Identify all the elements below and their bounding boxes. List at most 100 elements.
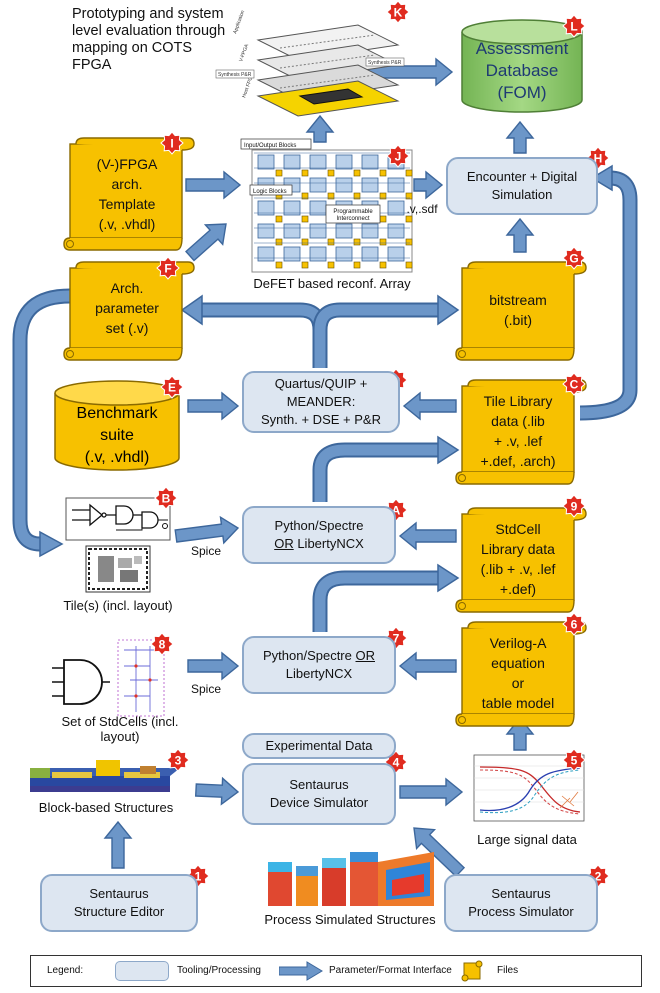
logic-block-cell <box>361 154 379 170</box>
quartus-line-1: Quartus/QUIP + <box>274 376 368 391</box>
switch-box-cell <box>327 238 335 246</box>
array-label-interconnect-2: Interconnect <box>336 216 369 222</box>
verilog-a-line-3: or <box>511 675 525 691</box>
python-spectre-tile-tool[interactable]: Python/Spectre OR LibertyNCX <box>242 506 396 564</box>
badge-6-text: 6 <box>571 618 578 632</box>
logic-block-cell <box>283 200 301 216</box>
verilog-a-line-4: table model <box>481 695 555 711</box>
arrow-arch-to-array <box>185 223 227 262</box>
switch-box-cell <box>275 261 283 269</box>
badge-e-text: E <box>168 381 176 395</box>
arrow-encounter-to-database <box>505 120 535 154</box>
stdcell-schematic <box>52 639 165 717</box>
badge-f: F <box>156 256 180 280</box>
tile-library-text: Tile Library data (.lib + .v, .lef +.def… <box>462 386 574 476</box>
badge-k: K <box>386 0 410 24</box>
benchmark-suite-file: Benchmark suite (.v, .vhdl) <box>54 380 180 471</box>
arrow-editor-to-block <box>103 820 133 869</box>
badge-5-text: 5 <box>571 754 578 768</box>
switch-box-cell <box>379 192 387 200</box>
database-line-1: Assessment <box>476 39 569 58</box>
tile-schematic <box>65 497 171 541</box>
top-note-line-4: FPGA <box>72 57 112 73</box>
badge-a-text: A <box>392 504 401 518</box>
stdcells-label: Set of StdCells (incl. layout) <box>40 714 200 744</box>
logic-block-cell <box>335 223 353 239</box>
large-signal-label: Large signal data <box>477 832 577 847</box>
badge-5: 5 <box>562 748 586 772</box>
logic-block-cell <box>361 246 379 262</box>
experimental-data-box[interactable]: Experimental Data <box>242 733 396 759</box>
badge-j-text: J <box>395 150 402 164</box>
switch-box-cell <box>301 192 309 200</box>
badge-k-text: K <box>394 6 403 20</box>
arrow-array-to-encounter <box>413 170 444 200</box>
sentaurus-structure-editor[interactable]: Sentaurus Structure Editor <box>40 874 198 932</box>
encounter-digital-simulation[interactable]: Encounter + Digital Simulation <box>446 157 598 215</box>
badge-l: L <box>562 14 586 38</box>
arch-param-line-1: Arch. <box>110 280 144 296</box>
switch-box-cell <box>275 169 283 177</box>
structure-editor-line-2: Structure Editor <box>73 904 165 919</box>
sentaurus-process-simulator[interactable]: Sentaurus Process Simulator <box>444 874 598 932</box>
pipe-connectors <box>12 164 638 632</box>
arrow-block-to-device-sim <box>194 776 240 806</box>
badge-6: 6 <box>562 612 586 636</box>
switch-box-cell <box>405 192 413 200</box>
block-structures-label: Block-based Structures <box>38 800 174 815</box>
quartus-line-3: Synth. + DSE + P&R <box>261 412 381 427</box>
logic-block-cell <box>361 223 379 239</box>
top-note-line-3: mapping on COTS <box>72 40 193 56</box>
tile-layout <box>85 545 151 593</box>
tile-library-line-4: +.def, .arch) <box>480 453 556 469</box>
badge-1-text: 1 <box>195 870 202 884</box>
process-sim-line-2: Process Simulator <box>468 904 574 919</box>
badge-2-text: 2 <box>595 870 602 884</box>
switch-box-cell <box>301 169 309 177</box>
legend: Legend: Tooling/Processing Parameter/For… <box>30 955 642 987</box>
switch-box-cell <box>405 169 413 177</box>
switch-box-cell <box>379 238 387 246</box>
arrow-stdcells-to-python-7 <box>187 651 240 681</box>
device-sim-line-1: Sentaurus <box>289 777 349 792</box>
fpga-template-line-2: arch. <box>111 176 143 192</box>
switch-box-cell <box>301 238 309 246</box>
logic-block-cell <box>309 154 327 170</box>
defet-array-label: DeFET based reconf. Array <box>253 276 411 291</box>
scroll-layer <box>63 137 587 727</box>
arrow-bitstream-to-encounter <box>505 217 535 253</box>
badge-c-text: C <box>570 378 579 392</box>
tile-library-line-3: + .v, .lef <box>493 433 543 449</box>
stdcell-library-line-2: Library data <box>481 541 555 557</box>
switch-box-cell <box>353 238 361 246</box>
quartus-meander-tool[interactable]: Quartus/QUIP + MEANDER: Synth. + DSE + P… <box>242 371 400 433</box>
bitstream-file <box>455 261 587 361</box>
verilog-a-file <box>455 621 587 727</box>
verilog-a-line-1: Verilog-A <box>489 635 547 651</box>
legend-title: Legend: <box>47 965 84 976</box>
legend-interface-label: Parameter/Format Interface <box>329 965 452 976</box>
sentaurus-device-simulator[interactable]: Sentaurus Device Simulator <box>242 763 396 825</box>
arrow-tile-to-quartus <box>402 391 457 421</box>
logic-block-cell <box>257 223 275 239</box>
python-spectre-stdcell-tool[interactable]: Python/Spectre OR LibertyNCX <box>242 636 396 694</box>
python-7-or: OR <box>355 648 376 663</box>
arrow-verilog-to-python-7 <box>398 651 457 681</box>
switch-box-cell <box>353 192 361 200</box>
assessment-database: Assessment Database (FOM) <box>461 19 583 113</box>
tile-library-line-2: data (.lib <box>491 413 545 429</box>
logic-block-cell <box>335 177 353 193</box>
pipe-tile-to-encounter-head <box>590 164 613 192</box>
switch-box-cell <box>405 261 413 269</box>
switch-box-cell <box>327 192 335 200</box>
logic-block-cell <box>387 223 405 239</box>
arch-param-text: Arch. parameter set (.v) <box>72 268 182 348</box>
python-7-line-2: LibertyNCX <box>285 666 353 681</box>
stdcell-library-line-3: (.lib + .v, .lef <box>480 561 556 577</box>
arrow-array-to-stack <box>305 114 335 143</box>
logic-block-cell <box>257 154 275 170</box>
badge-8-text: 8 <box>159 638 166 652</box>
benchmark-line-2: suite <box>100 427 134 444</box>
python-7-line-1: Python/Spectre <box>262 648 352 663</box>
array-label-logic: Logic Blocks <box>253 189 287 195</box>
